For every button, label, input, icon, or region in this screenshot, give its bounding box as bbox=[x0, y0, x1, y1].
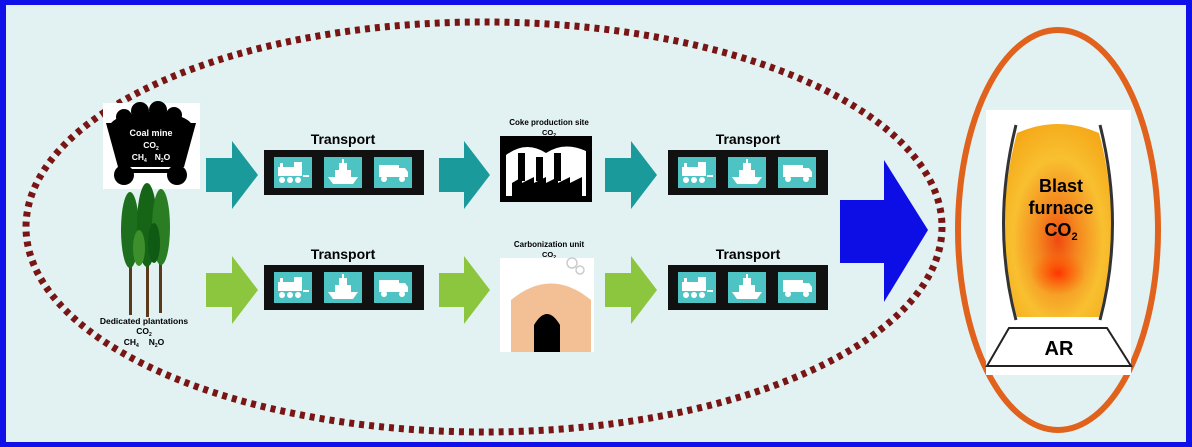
furnace-ring bbox=[955, 27, 1161, 433]
transport-box-3 bbox=[264, 265, 424, 310]
arrow-coal-to-transport bbox=[206, 141, 258, 209]
transport-label-1: Transport bbox=[311, 131, 376, 147]
arrow-transport-to-coke bbox=[439, 141, 490, 209]
furnace-base-label: AR bbox=[1045, 338, 1074, 360]
kiln-icon bbox=[500, 257, 594, 352]
big-arrow-to-furnace bbox=[840, 160, 928, 302]
arrow-transport-to-carbonization bbox=[439, 256, 490, 324]
arrow-plantations-to-transport bbox=[206, 256, 258, 324]
coke-site-title: Coke production site bbox=[509, 118, 589, 127]
furnace-label-co2: CO2 bbox=[1044, 220, 1077, 243]
trees-icon bbox=[121, 183, 170, 317]
furnace-label-line2: furnace bbox=[1028, 198, 1093, 218]
system-boundary-ellipse bbox=[22, 18, 946, 436]
coal-cart-icon bbox=[106, 101, 196, 185]
arrow-carbonization-to-transport bbox=[605, 256, 657, 324]
arrow-coke-to-transport bbox=[605, 141, 657, 209]
transport-label-4: Transport bbox=[716, 246, 781, 262]
coal-mine-title: Coal mine bbox=[129, 128, 172, 138]
furnace-label-line1: Blast bbox=[1039, 176, 1083, 196]
furnace-icon bbox=[955, 27, 1161, 433]
plantations-title: Dedicated plantations bbox=[100, 316, 189, 326]
factory-icon bbox=[500, 136, 592, 202]
transport-label-2: Transport bbox=[716, 131, 781, 147]
coal-mine-co2: CO2 bbox=[143, 140, 159, 152]
transport-box-1 bbox=[264, 150, 424, 195]
carbonization-title: Carbonization unit bbox=[514, 240, 585, 249]
transport-box-2 bbox=[668, 150, 828, 195]
plantations-co2: CO2 bbox=[136, 326, 152, 338]
transport-label-3: Transport bbox=[311, 246, 376, 262]
transport-box-4 bbox=[668, 265, 828, 310]
